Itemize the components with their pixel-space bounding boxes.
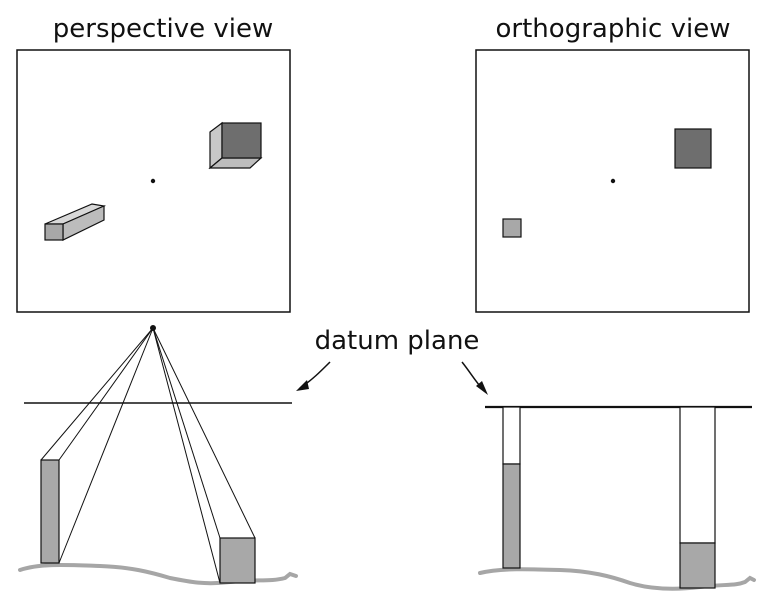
perspective-short-building [44,203,107,241]
ray-left-building-top-left [40,327,154,461]
ray-right-building-top-left [152,327,221,539]
perspective-tall-building [208,121,263,170]
perspective-camera-point [150,325,156,331]
orthographic-tall-building-roof [674,128,712,169]
orthographic-view-title: orthographic view [496,14,731,44]
datum-plane-annotation: datum plane [296,326,488,395]
orthographic-center-point [610,178,616,184]
perspective-view-title: perspective view [53,14,273,44]
ray-right-building-top-right [152,327,256,539]
orthographic-ground [478,567,756,591]
orthographic-tall-projection-column [679,406,716,544]
ray-right-building-base [152,327,221,584]
orthographic-view-panel [475,49,750,313]
perspective-center-point [150,178,156,184]
orthographic-tall-building-section [679,542,716,589]
perspective-projection-rays [40,327,256,584]
orthographic-short-building-roof [502,218,522,238]
perspective-view-panel [16,49,291,313]
orthographic-short-projection-column [502,406,521,465]
orthographic-short-building-section [502,463,521,569]
datum-plane-label: datum plane [315,326,480,356]
ray-left-building-top-right [58,327,154,461]
perspective-section [18,325,298,586]
tall-building-roof [221,122,262,159]
orthographic-section [478,405,756,591]
perspective-ground [18,562,298,586]
short-building-end-face [44,223,64,241]
ray-left-building-base [58,327,154,564]
datum-arrowhead-left [296,380,309,391]
perspective-short-building-section [40,459,60,564]
datum-arrowhead-right [476,381,488,395]
perspective-tall-building-section [219,537,256,584]
